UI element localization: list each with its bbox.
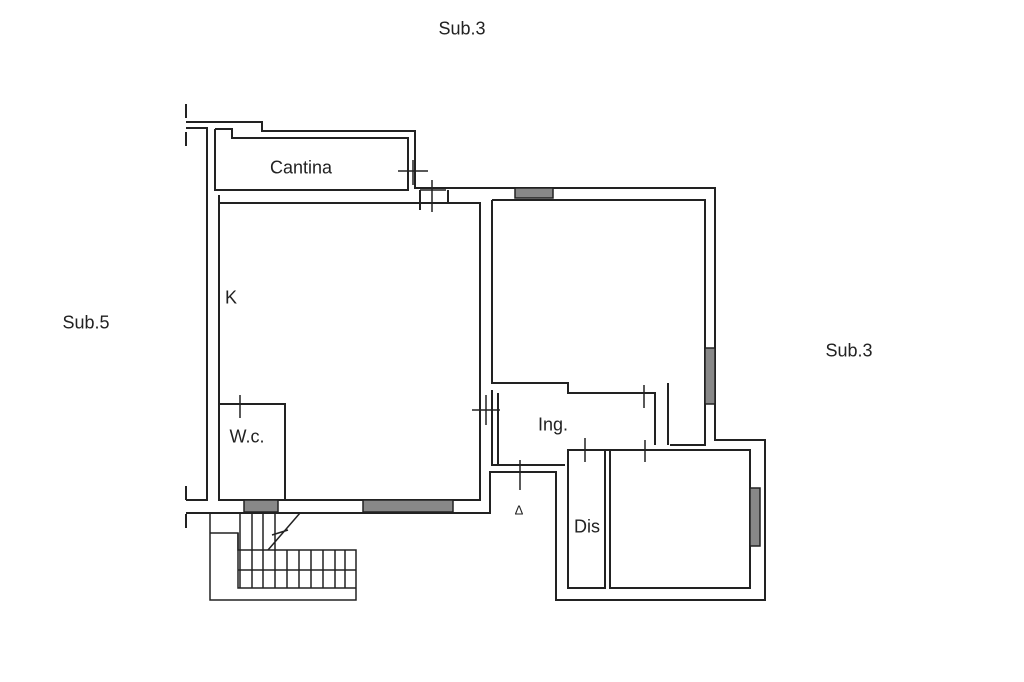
room-label-toilet: W.c.: [229, 426, 265, 447]
wall-outer-top-left: [186, 121, 766, 601]
wall-storage: [567, 449, 606, 589]
wall-bedroom: [609, 449, 751, 589]
wall-cantina: [214, 128, 409, 191]
wall-upper-band: [218, 190, 480, 210]
windows: [243, 187, 761, 547]
neighbor-label-top: Sub.3: [438, 18, 486, 39]
entrance-marker-icon: Δ: [514, 502, 524, 518]
wall-toilet: [218, 403, 286, 501]
room-label-kitchen: K: [224, 287, 238, 308]
room-label-storage: Dis: [574, 516, 600, 537]
wall-outer-left: [186, 127, 208, 501]
door-marks: [239, 160, 646, 490]
room-label-entrance: Ing.: [537, 414, 569, 435]
room-label-cantina: Cantina: [269, 157, 333, 178]
neighbor-label-left: Sub.5: [62, 312, 110, 333]
wall-entrance: [491, 383, 669, 466]
wall-kitchen: [218, 202, 481, 501]
stairs: [209, 512, 357, 601]
wall-room-right-top: [491, 199, 706, 446]
neighbor-label-right: Sub.3: [825, 340, 873, 361]
